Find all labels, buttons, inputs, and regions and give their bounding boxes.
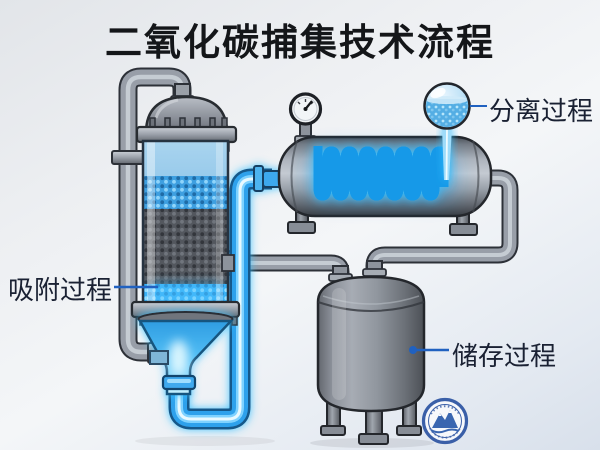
funnel-glow-core: [168, 340, 189, 376]
adsorbent-layer-blue: [143, 176, 228, 209]
tank-weld-seam: [317, 301, 425, 312]
label-connectors: [114, 105, 487, 354]
connector-dot-storage: [409, 346, 417, 354]
storage-tank: [316, 260, 426, 445]
column-right-nozzle: [221, 254, 235, 272]
label-adsorption: 吸附过程: [8, 275, 113, 305]
heat-exchanger: [277, 92, 493, 236]
shadow: [135, 436, 275, 446]
label-separation: 分离过程: [489, 96, 594, 126]
pipe-flange: [253, 165, 264, 192]
page-title: 二氧化碳捕集技术流程: [105, 22, 495, 63]
flask-liquid: [426, 96, 468, 127]
column-funnel: [137, 311, 234, 396]
stem-side-nozzle: [149, 350, 169, 365]
pressure-gauge-icon: [288, 92, 323, 144]
hx-coil: [313, 146, 449, 201]
tank-body: [316, 275, 426, 413]
flask-stream: [442, 126, 452, 181]
adsorption-column: [130, 83, 241, 396]
pipe-flange: [111, 150, 145, 165]
blue-pipe-loop: [168, 165, 284, 430]
adsorbent-layer-dark: [143, 209, 228, 284]
separation-flask: [423, 82, 471, 130]
label-storage: 储存过程: [452, 341, 557, 371]
column-glass-body: [141, 139, 230, 310]
mountain-logo-icon: [421, 397, 469, 445]
tank-nozzle-center-flange: [362, 268, 387, 277]
